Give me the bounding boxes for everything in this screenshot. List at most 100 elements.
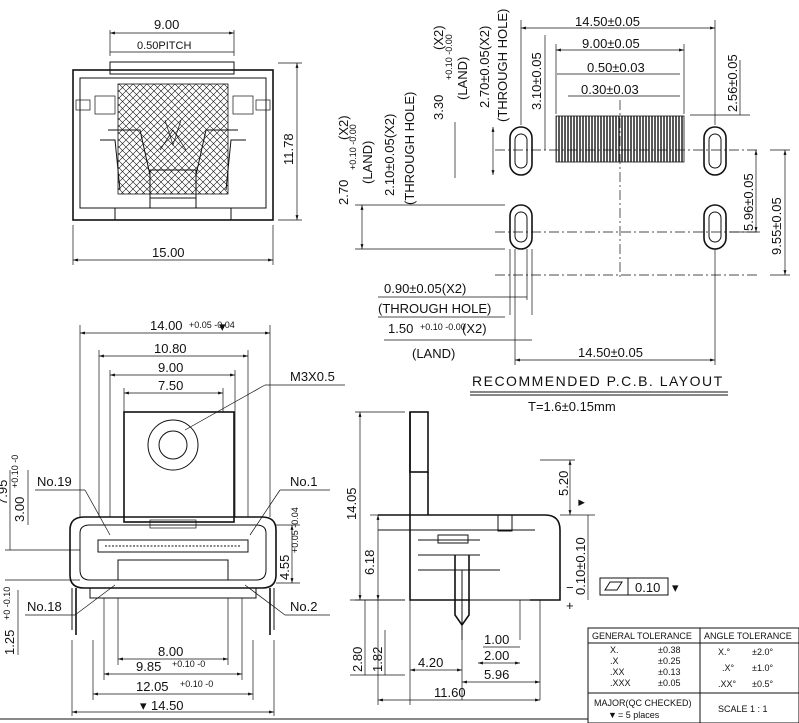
pcb-pad-array (555, 115, 685, 163)
side-dim-2-80: 2.80 (350, 647, 365, 672)
top-dim-9-00: 9.00 (154, 17, 179, 32)
front-dim-3-00-tol: +0.10 -0 (10, 455, 20, 488)
table-row-k: X. (610, 645, 619, 655)
table-row-v: ±0.38 (658, 645, 680, 655)
front-dim-4-55-tol: +0.05 -0.04 (290, 507, 300, 553)
front-no19: No.19 (37, 474, 72, 489)
table-angle-v: ±1.0° (752, 663, 773, 673)
table-row-k: .X (610, 656, 619, 666)
table-row-v: ±0.13 (658, 667, 680, 677)
table-row-v: ±0.05 (658, 678, 680, 688)
front-tri-2: ▾ (140, 698, 147, 713)
side-dim-1-82: 1.82 (370, 647, 385, 672)
pcb-title: RECOMMENDED P.C.B. LAYOUT (472, 373, 724, 389)
front-no1: No.1 (290, 474, 317, 489)
front-dim-14-00-val: 14.00 (150, 318, 183, 333)
front-dim-9-85-val: 9.85 (136, 659, 161, 674)
pcb-layout: 14.50±0.05 9.00±0.05 0.50±0.03 0.30±0.03… (336, 9, 790, 414)
pcb-th-a-label: (THROUGH HOLE) (495, 9, 510, 122)
front-dim-9-85-tol: +0.10 -0 (172, 659, 205, 669)
pcb-dim-bottom: 14.50±0.05 (578, 345, 643, 360)
pcb-land-b-label: (LAND) (360, 141, 375, 184)
pcb-land-a-val: 3.30 (431, 95, 446, 120)
front-dim-12-05-tol: +0.10 -0 (180, 679, 213, 689)
top-view: 9.00 0.50PITCH 11.78 15.00 (72, 17, 302, 265)
front-dim-9-00: 9.00 (158, 360, 183, 375)
side-dim-2-00: 2.00 (484, 648, 509, 663)
side-dim-5-20: 5.20 (556, 471, 571, 496)
pcb-land-w-val: 1.50 (388, 321, 413, 336)
top-dim-15-00: 15.00 (152, 245, 185, 260)
top-dim-11-78: 11.78 (281, 133, 296, 165)
table-angle-header: ANGLE TOLERANCE (704, 631, 792, 641)
pcb-thickness: T=1.6±0.15mm (528, 399, 616, 414)
pcb-dim-5-96: 5.96±0.05 (741, 173, 756, 231)
pcb-th-b: 2.10±0.05(X2) (382, 114, 397, 196)
top-dim-pitch: 0.50PITCH (137, 40, 191, 52)
table-angle-k: .XX° (718, 679, 737, 689)
table-row-k: .XX (610, 667, 625, 677)
front-dim-1-25-tol: +0 -0.10 (2, 587, 12, 620)
side-dim-0-10: 0.10±0.10 (573, 537, 588, 595)
pcb-land-w-tol: +0.10 -0.00 (420, 322, 466, 332)
front-dim-14-00-tol: +0.05 -0.04 (189, 320, 235, 330)
side-tri: ▾ (573, 499, 588, 506)
pcb-th-b-label: (THROUGH HOLE) (402, 92, 417, 205)
front-dim-8-00: 8.00 (158, 644, 183, 659)
front-dim-1-25-val: 1.25 (2, 630, 17, 655)
side-dim-5-96: 5.96 (484, 667, 509, 682)
side-dim-14-05: 14.05 (344, 487, 359, 520)
table-major: MAJOR(QC CHECKED) (594, 698, 692, 708)
side-minus: − (566, 580, 574, 595)
front-dim-3-00-val: 3.00 (12, 497, 27, 522)
front-dim-7-50: 7.50 (158, 378, 183, 393)
front-view: 14.00 +0.05 -0.04 ▾ 10.80 9.00 7.50 M3X0… (0, 318, 345, 716)
pcb-dim-0-30: 0.30±0.03 (581, 82, 639, 97)
table-angle-v: ±2.0° (752, 647, 773, 657)
pcb-th-a: 2.70±0.05(X2) (477, 26, 492, 108)
table-row-k: .XXX (610, 678, 631, 688)
front-no18: No.18 (27, 599, 62, 614)
table-angle-k: X.° (718, 647, 731, 657)
side-plus: + (566, 598, 574, 613)
front-tri-1: ▾ (219, 319, 226, 334)
side-dim-11-60: 11.60 (434, 685, 466, 700)
table-tri: ▼ (608, 710, 617, 720)
front-dim-10-80: 10.80 (154, 341, 187, 356)
side-flatness: 0.10 (635, 580, 660, 595)
pcb-land-a-tol: +0.10 -0.00 (444, 34, 454, 80)
front-dim-7-95: 7.95 (0, 480, 10, 505)
pcb-land-b-val: 2.70 (336, 180, 351, 205)
pcb-land-w-mult: (X2) (462, 321, 487, 336)
front-dim-4-55-val: 4.55 (277, 555, 292, 580)
pcb-dim-0-50: 0.50±0.03 (587, 60, 645, 75)
front-screw: M3X0.5 (290, 369, 335, 384)
pcb-land-b-tol: +0.10 -0.00 (348, 124, 358, 170)
side-dim-4-20: 4.20 (418, 655, 443, 670)
table-scale: SCALE 1 : 1 (718, 704, 768, 714)
pcb-land-a-label: (LAND) (455, 57, 470, 100)
pcb-dim-9-55: 9.55±0.05 (769, 197, 784, 255)
pcb-land-b-mult: (X2) (336, 115, 351, 140)
pcb-land-w-label: (LAND) (412, 346, 455, 361)
table-angle-k: .X° (722, 663, 735, 673)
pcb-hole-w-label: (THROUGH HOLE) (378, 301, 491, 316)
table-general-header: GENERAL TOLERANCE (592, 631, 692, 641)
front-dim-14-50: 14.50 (151, 698, 184, 713)
pcb-dim-3-10: 3.10±0.05 (529, 52, 544, 110)
pcb-dim-9-00: 9.00±0.05 (582, 36, 640, 51)
pcb-hole-w: 0.90±0.05(X2) (384, 281, 466, 296)
table-angle-v: ±0.5° (752, 679, 773, 689)
front-dim-12-05-val: 12.05 (136, 679, 169, 694)
pcb-land-a-mult: (X2) (431, 25, 446, 50)
side-tri-flat: ▾ (672, 580, 679, 595)
pcb-dim-14-50: 14.50±0.05 (575, 14, 640, 29)
side-dim-6-18: 6.18 (362, 550, 377, 575)
tolerance-table: GENERAL TOLERANCE ANGLE TOLERANCE X. ±0.… (587, 627, 799, 723)
table-row-v: ±0.25 (658, 656, 680, 666)
front-no2: No.2 (290, 599, 317, 614)
side-dim-1-00: 1.00 (484, 632, 509, 647)
side-view: 14.05 5.20 ▾ 0.10±0.10 6.18 − + 0.10 ▾ 1… (344, 411, 679, 705)
pcb-dim-2-56: 2.56±0.05 (725, 54, 740, 112)
